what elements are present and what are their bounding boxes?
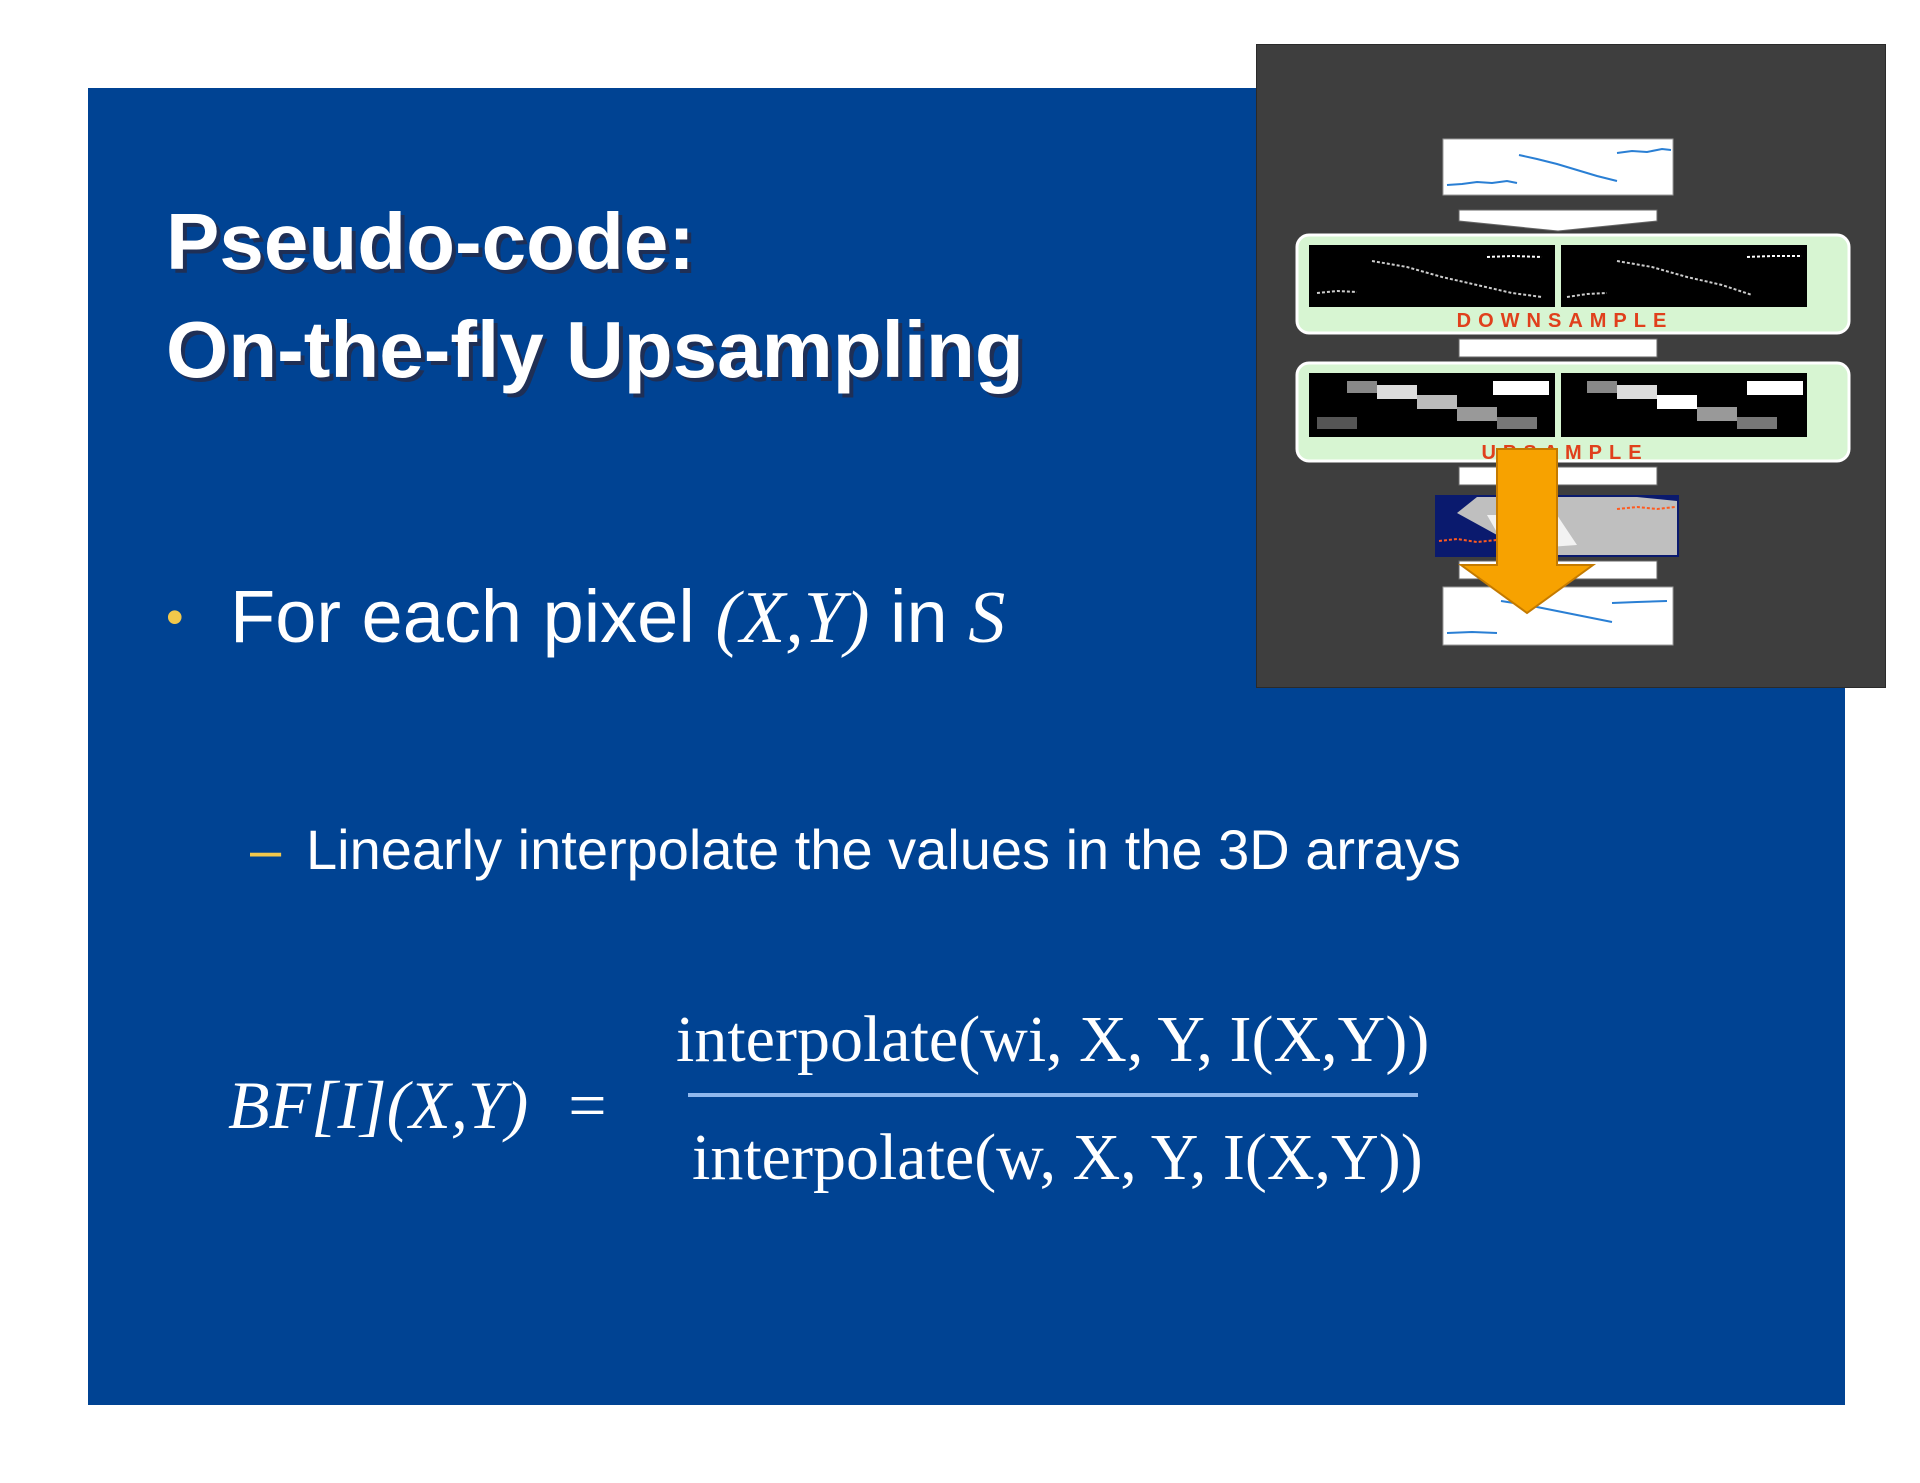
sub-bullet-text: Linearly interpolate the values in the 3… <box>306 818 1461 881</box>
slide-title: Pseudo-code: On-the-fly Upsampling <box>166 188 1024 404</box>
title-line-1: Pseudo-code: <box>166 197 695 286</box>
down-arrow-icon <box>1457 448 1597 615</box>
equation-numerator: interpolate(wi, X, Y, I(X,Y)) <box>676 1003 1430 1076</box>
equation-lhs: BF[I](X,Y) = <box>228 1060 607 1150</box>
equation-denominator: interpolate(w, X, Y, I(X,Y)) <box>692 1121 1423 1194</box>
fraction-line <box>688 1093 1418 1097</box>
pipeline-diagram: DOWNSAMPLE UPSAMPLE <box>1295 138 1851 646</box>
title-line-2: On-the-fly Upsampling <box>166 305 1024 394</box>
equation-equals: = <box>568 1067 607 1143</box>
connector-2 <box>1458 338 1658 358</box>
input-signal-plot <box>1442 138 1674 196</box>
sub-bullet-dash-icon: – <box>250 818 282 881</box>
connector-1 <box>1458 209 1658 232</box>
bullet-text: For each pixel (X,Y) in S <box>230 572 1005 663</box>
upsample-panel: UPSAMPLE <box>1295 361 1851 464</box>
bullet-coords: (X,Y) <box>715 577 870 659</box>
bullet-set: S <box>968 577 1006 659</box>
downsample-panel: DOWNSAMPLE <box>1295 233 1851 335</box>
pipeline-figure: DOWNSAMPLE UPSAMPLE <box>1256 44 1886 688</box>
bullet-prefix: For each pixel <box>230 575 716 658</box>
downsample-label: DOWNSAMPLE <box>1457 310 1674 332</box>
output-signal-plot <box>1442 586 1674 646</box>
equation-lhs-text: BF[I](X,Y) <box>228 1067 529 1143</box>
bullet-middle: in <box>869 575 969 658</box>
bullet-dot-icon: • <box>166 589 184 645</box>
